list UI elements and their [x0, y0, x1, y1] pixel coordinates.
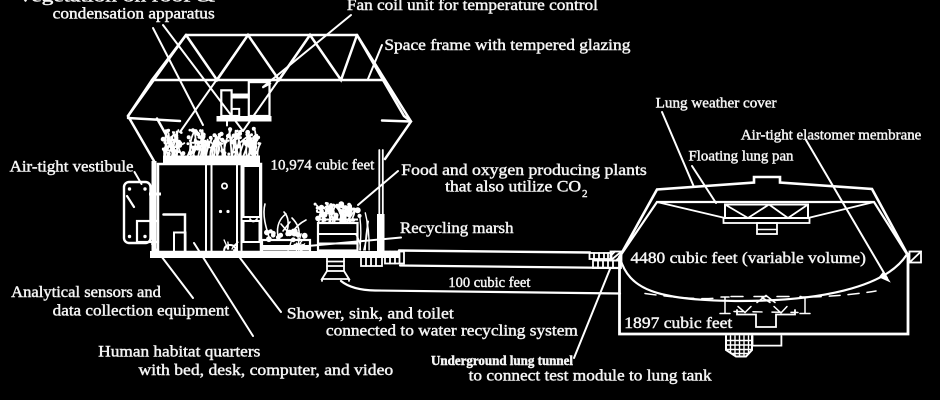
svg-text:Underground lung tunnel: Underground lung tunnel — [431, 353, 573, 368]
svg-text:condensation apparatus: condensation apparatus — [53, 6, 215, 23]
svg-text:Vegetation on roof &: Vegetation on roof & — [17, 0, 216, 6]
svg-text:4480 cubic feet (variable volu: 4480 cubic feet (variable volume) — [631, 250, 866, 267]
svg-text:Air-tight vestibule: Air-tight vestibule — [10, 158, 134, 175]
svg-text:1897 cubic feet: 1897 cubic feet — [624, 315, 733, 332]
svg-text:Shower, sink, and toilet: Shower, sink, and toilet — [287, 306, 455, 323]
svg-text:Air-tight elastomer membrane: Air-tight elastomer membrane — [741, 128, 922, 144]
svg-text:Recycling marsh: Recycling marsh — [400, 220, 514, 237]
svg-text:that also utilize CO: that also utilize CO — [445, 179, 581, 196]
svg-text:Food and oxygen producing plan: Food and oxygen producing plants — [401, 162, 647, 179]
svg-text:Analytical sensors and: Analytical sensors and — [11, 284, 161, 301]
svg-text:Human habitat quarters: Human habitat quarters — [98, 344, 260, 361]
svg-text:to connect test module to lung: to connect test module to lung tank — [469, 368, 712, 385]
svg-text:Space frame with tempered glaz: Space frame with tempered glazing — [384, 37, 630, 54]
svg-text:100 cubic feet: 100 cubic feet — [448, 275, 531, 291]
svg-text:data collection equipment: data collection equipment — [53, 303, 230, 320]
svg-text:Floating lung pan: Floating lung pan — [689, 149, 794, 165]
svg-text:connected to water recycling s: connected to water recycling system — [326, 323, 579, 340]
svg-text:Fan coil unit for temperature: Fan coil unit for temperature control — [347, 0, 599, 14]
svg-text:2: 2 — [582, 188, 588, 200]
svg-text:Lung weather cover: Lung weather cover — [656, 96, 777, 112]
svg-text:10,974 cubic feet: 10,974 cubic feet — [271, 158, 376, 174]
svg-text:with bed, desk, computer, and: with bed, desk, computer, and video — [139, 362, 394, 379]
